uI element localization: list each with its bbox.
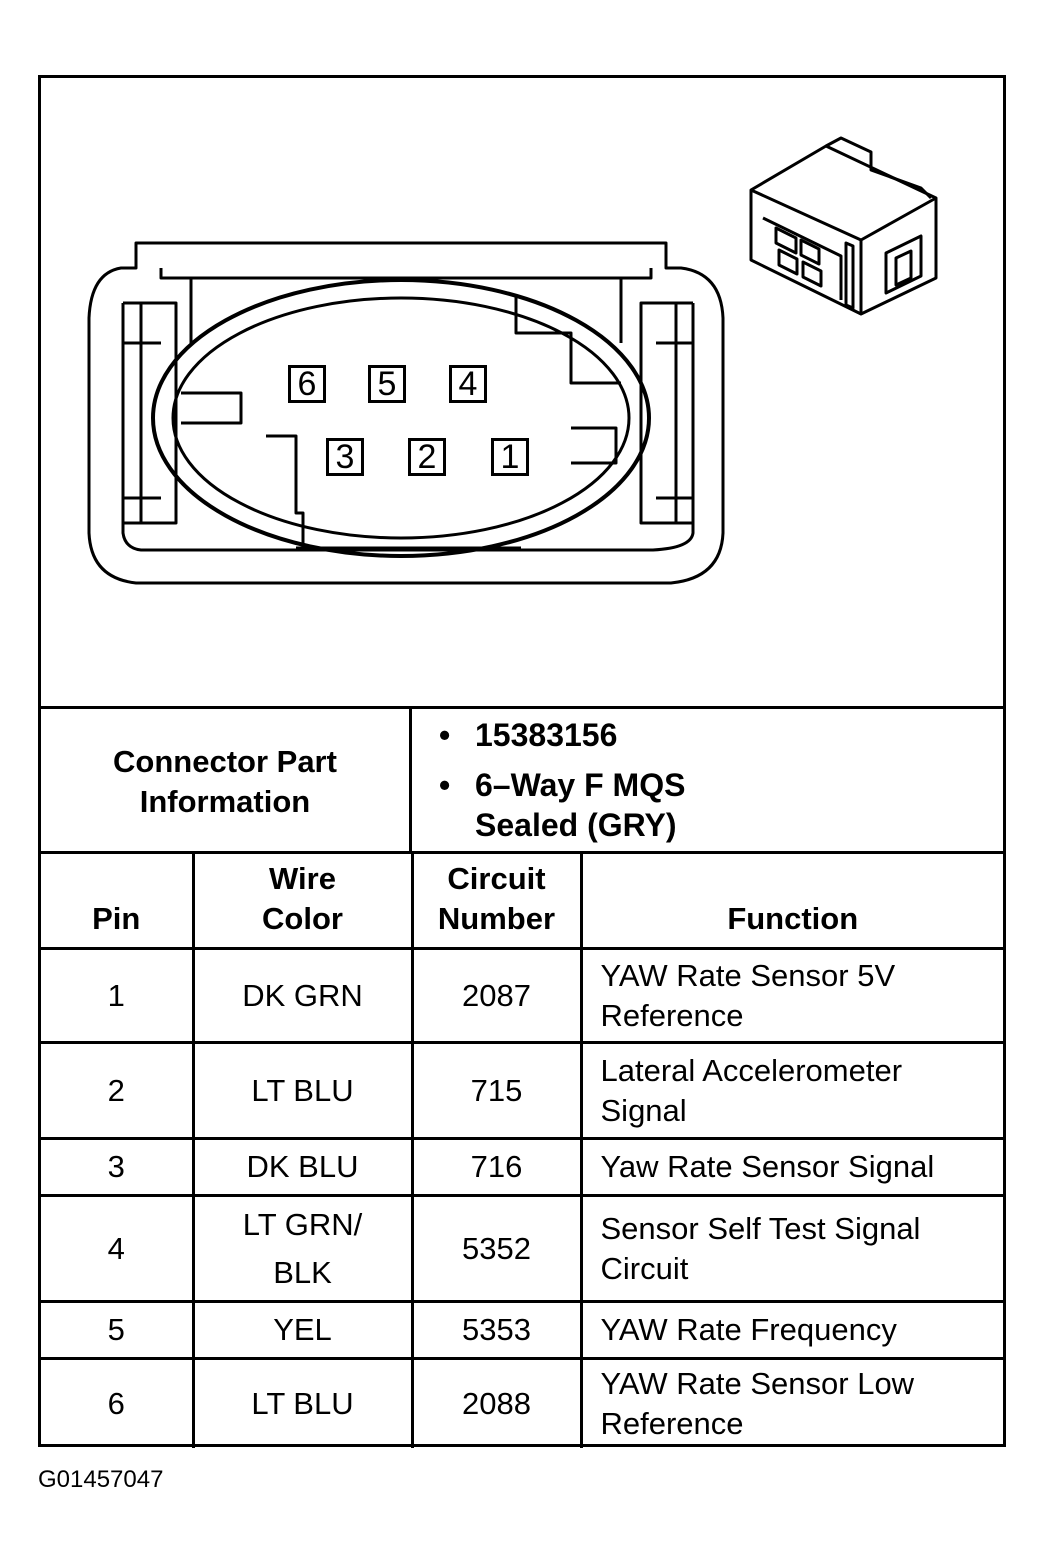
left-rail [123,301,178,525]
table-row: 6 LT BLU 2088 YAW Rate Sensor Low Refere… [41,1357,1003,1448]
pin-cell: 2 [41,1041,195,1140]
pin-label-5: 5 [368,365,406,403]
key-right [571,426,618,465]
wire-color-cell: YEL [191,1300,414,1360]
function-text: YAW Rate Sensor Low Reference [600,1365,915,1441]
connector-part-info: Connector Part Information • 15383156 • … [41,706,1003,854]
wire-color-cell: DK BLU [191,1137,414,1197]
connector-info-items: • 15383156 • 6–Way F MQS Sealed (GRY) [415,709,1003,854]
bullet-icon: • [439,767,451,803]
pin-cell: 5 [41,1300,195,1360]
table-row: 4 LT GRN/ BLK 5352 Sensor Self Test Sign… [41,1194,1003,1303]
connector-info-label: Connector Part Information [41,709,412,854]
function-cell: Sensor Self Test Signal Circuit [579,1194,1003,1303]
seal-outer [151,278,651,558]
circuit-cell: 715 [410,1041,583,1140]
header-circuit-number: Circuit Number [410,851,583,950]
function-cell: YAW Rate Sensor 5V Reference [579,947,1003,1044]
function-cell: Lateral Accelerometer Signal [579,1041,1003,1140]
part-number: 15383156 [475,717,618,753]
header-wire-color: Wire Color [191,851,414,950]
header-wire-color-text: Wire Color [262,861,343,936]
connector-face-view: 6 5 4 3 2 1 [41,78,1003,706]
figure-id: G01457047 [38,1466,164,1493]
circuit-cell: 5352 [410,1194,583,1303]
pin-label-4: 4 [449,365,487,403]
pin-label-2: 2 [408,438,446,476]
seal-inner [171,296,631,540]
housing-inner-outline [121,303,695,552]
key-top-right [514,296,621,385]
pin-cell: 3 [41,1137,195,1197]
table-row: 3 DK BLU 716 Yaw Rate Sensor Signal [41,1137,1003,1197]
wire-color-cell: LT GRN/ BLK [191,1194,414,1303]
function-cell: Yaw Rate Sensor Signal [579,1137,1003,1197]
connector-3d-view [749,136,938,316]
connector-type-item: • 6–Way F MQS Sealed (GRY) [439,765,795,845]
latch-bar [159,268,653,280]
right-rail [639,301,693,525]
connector-outline-drawing [87,136,938,585]
function-text: Lateral Accelerometer Signal [600,1052,903,1128]
pin-label-6: 6 [288,365,326,403]
table-header-row: Pin Wire Color Circuit Number Function [41,851,1003,950]
wire-color-cell: LT BLU [191,1041,414,1140]
wire-color-text: LT GRN/ BLK [242,1206,363,1290]
pin-cell: 4 [41,1194,195,1303]
connector-figure: 6 5 4 3 2 1 Connector Part Information •… [38,75,1006,1448]
part-number-item: • 15383156 [439,715,795,755]
circuit-cell: 5353 [410,1300,583,1360]
housing-outline [87,241,725,585]
header-circuit-number-text: Circuit Number [437,861,556,936]
pin-cell: 1 [41,947,195,1044]
function-cell: YAW Rate Sensor Low Reference [579,1357,1003,1448]
function-cell: YAW Rate Frequency [579,1300,1003,1360]
pin-label-1: 1 [491,438,529,476]
header-function: Function [579,851,1003,950]
connector-type: 6–Way F MQS Sealed (GRY) [475,767,686,843]
connector-info-label-text: Connector Part Information [113,743,337,819]
pinout-table: Pin Wire Color Circuit Number Function 1… [41,851,1003,1448]
function-text: Yaw Rate Sensor Signal [600,1149,935,1184]
pin-label-3: 3 [326,438,364,476]
circuit-cell: 716 [410,1137,583,1197]
bullet-icon: • [439,717,451,753]
pin-cell: 6 [41,1357,195,1448]
header-pin: Pin [41,851,195,950]
table-row: 1 DK GRN 2087 YAW Rate Sensor 5V Referen… [41,947,1003,1044]
function-text: YAW Rate Sensor 5V Reference [600,957,896,1033]
table-row: 2 LT BLU 715 Lateral Accelerometer Signa… [41,1041,1003,1140]
key-left [181,391,243,425]
wire-color-cell: LT BLU [191,1357,414,1448]
circuit-cell: 2088 [410,1357,583,1448]
circuit-cell: 2087 [410,947,583,1044]
function-text: Sensor Self Test Signal Circuit [600,1210,921,1286]
key-bottom [266,434,305,548]
wire-color-cell: DK GRN [191,947,414,1044]
table-row: 5 YEL 5353 YAW Rate Frequency [41,1300,1003,1360]
